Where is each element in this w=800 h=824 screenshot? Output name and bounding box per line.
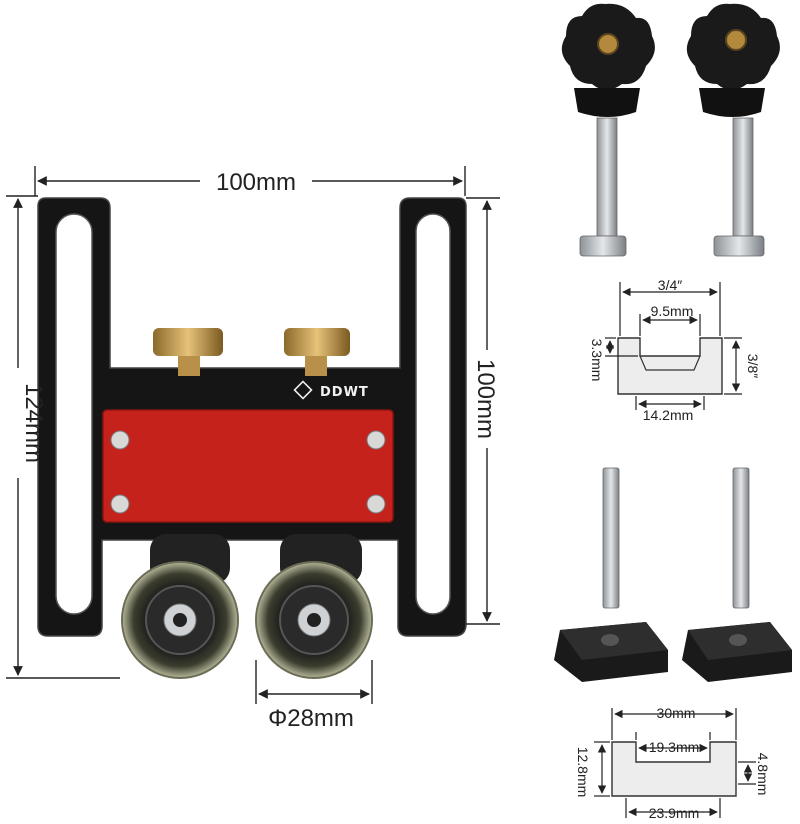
brand-logo-icon xyxy=(293,380,313,400)
height-label: 124mm xyxy=(20,383,47,463)
profile-top-bottom-width: 14.2mm xyxy=(643,407,694,423)
featherboard-device: DDWT xyxy=(37,197,467,679)
star-knob-left xyxy=(561,3,655,117)
thumb-screw-left xyxy=(153,328,223,376)
wheel-diameter-label: Φ28mm xyxy=(268,705,354,732)
star-knob-right xyxy=(686,3,780,117)
profile-top-inner-width: 9.5mm xyxy=(651,303,694,319)
t-nut-left xyxy=(554,622,668,682)
profile-bottom-outer-width: 30mm xyxy=(657,705,696,721)
t-slot-profile-bottom xyxy=(611,741,737,797)
profile-top-right-height: 3/8″ xyxy=(745,354,761,378)
profile-bottom-left-height: 12.8mm xyxy=(575,747,591,798)
profile-bottom-right-height: 4.8mm xyxy=(755,753,771,796)
right-slot xyxy=(415,213,451,615)
profile-bottom-inner-width: 19.3mm xyxy=(649,739,700,755)
t-nut-right xyxy=(682,622,792,682)
wheel-left xyxy=(121,561,239,679)
dimension-lines-main xyxy=(6,166,500,704)
width-label: 100mm xyxy=(216,169,296,196)
inner-height-label: 100mm xyxy=(472,359,499,439)
profile-top-left-height: 3.3mm xyxy=(589,339,605,382)
t-slot-profile-top xyxy=(617,337,723,395)
profile-top-outer-width: 3/4″ xyxy=(658,277,682,293)
t-bolt-right xyxy=(713,117,765,257)
t-bolt-left xyxy=(579,117,627,257)
left-slot xyxy=(55,213,93,615)
threaded-stud-left xyxy=(602,467,620,609)
red-plate xyxy=(102,409,394,523)
brand-label: DDWT xyxy=(320,385,369,400)
wheel-right xyxy=(255,561,373,679)
profile-bottom-bottom-width: 23.9mm xyxy=(649,805,700,821)
thumb-screw-right xyxy=(284,328,350,376)
threaded-stud-right xyxy=(732,467,750,609)
plate-screws xyxy=(110,430,386,514)
